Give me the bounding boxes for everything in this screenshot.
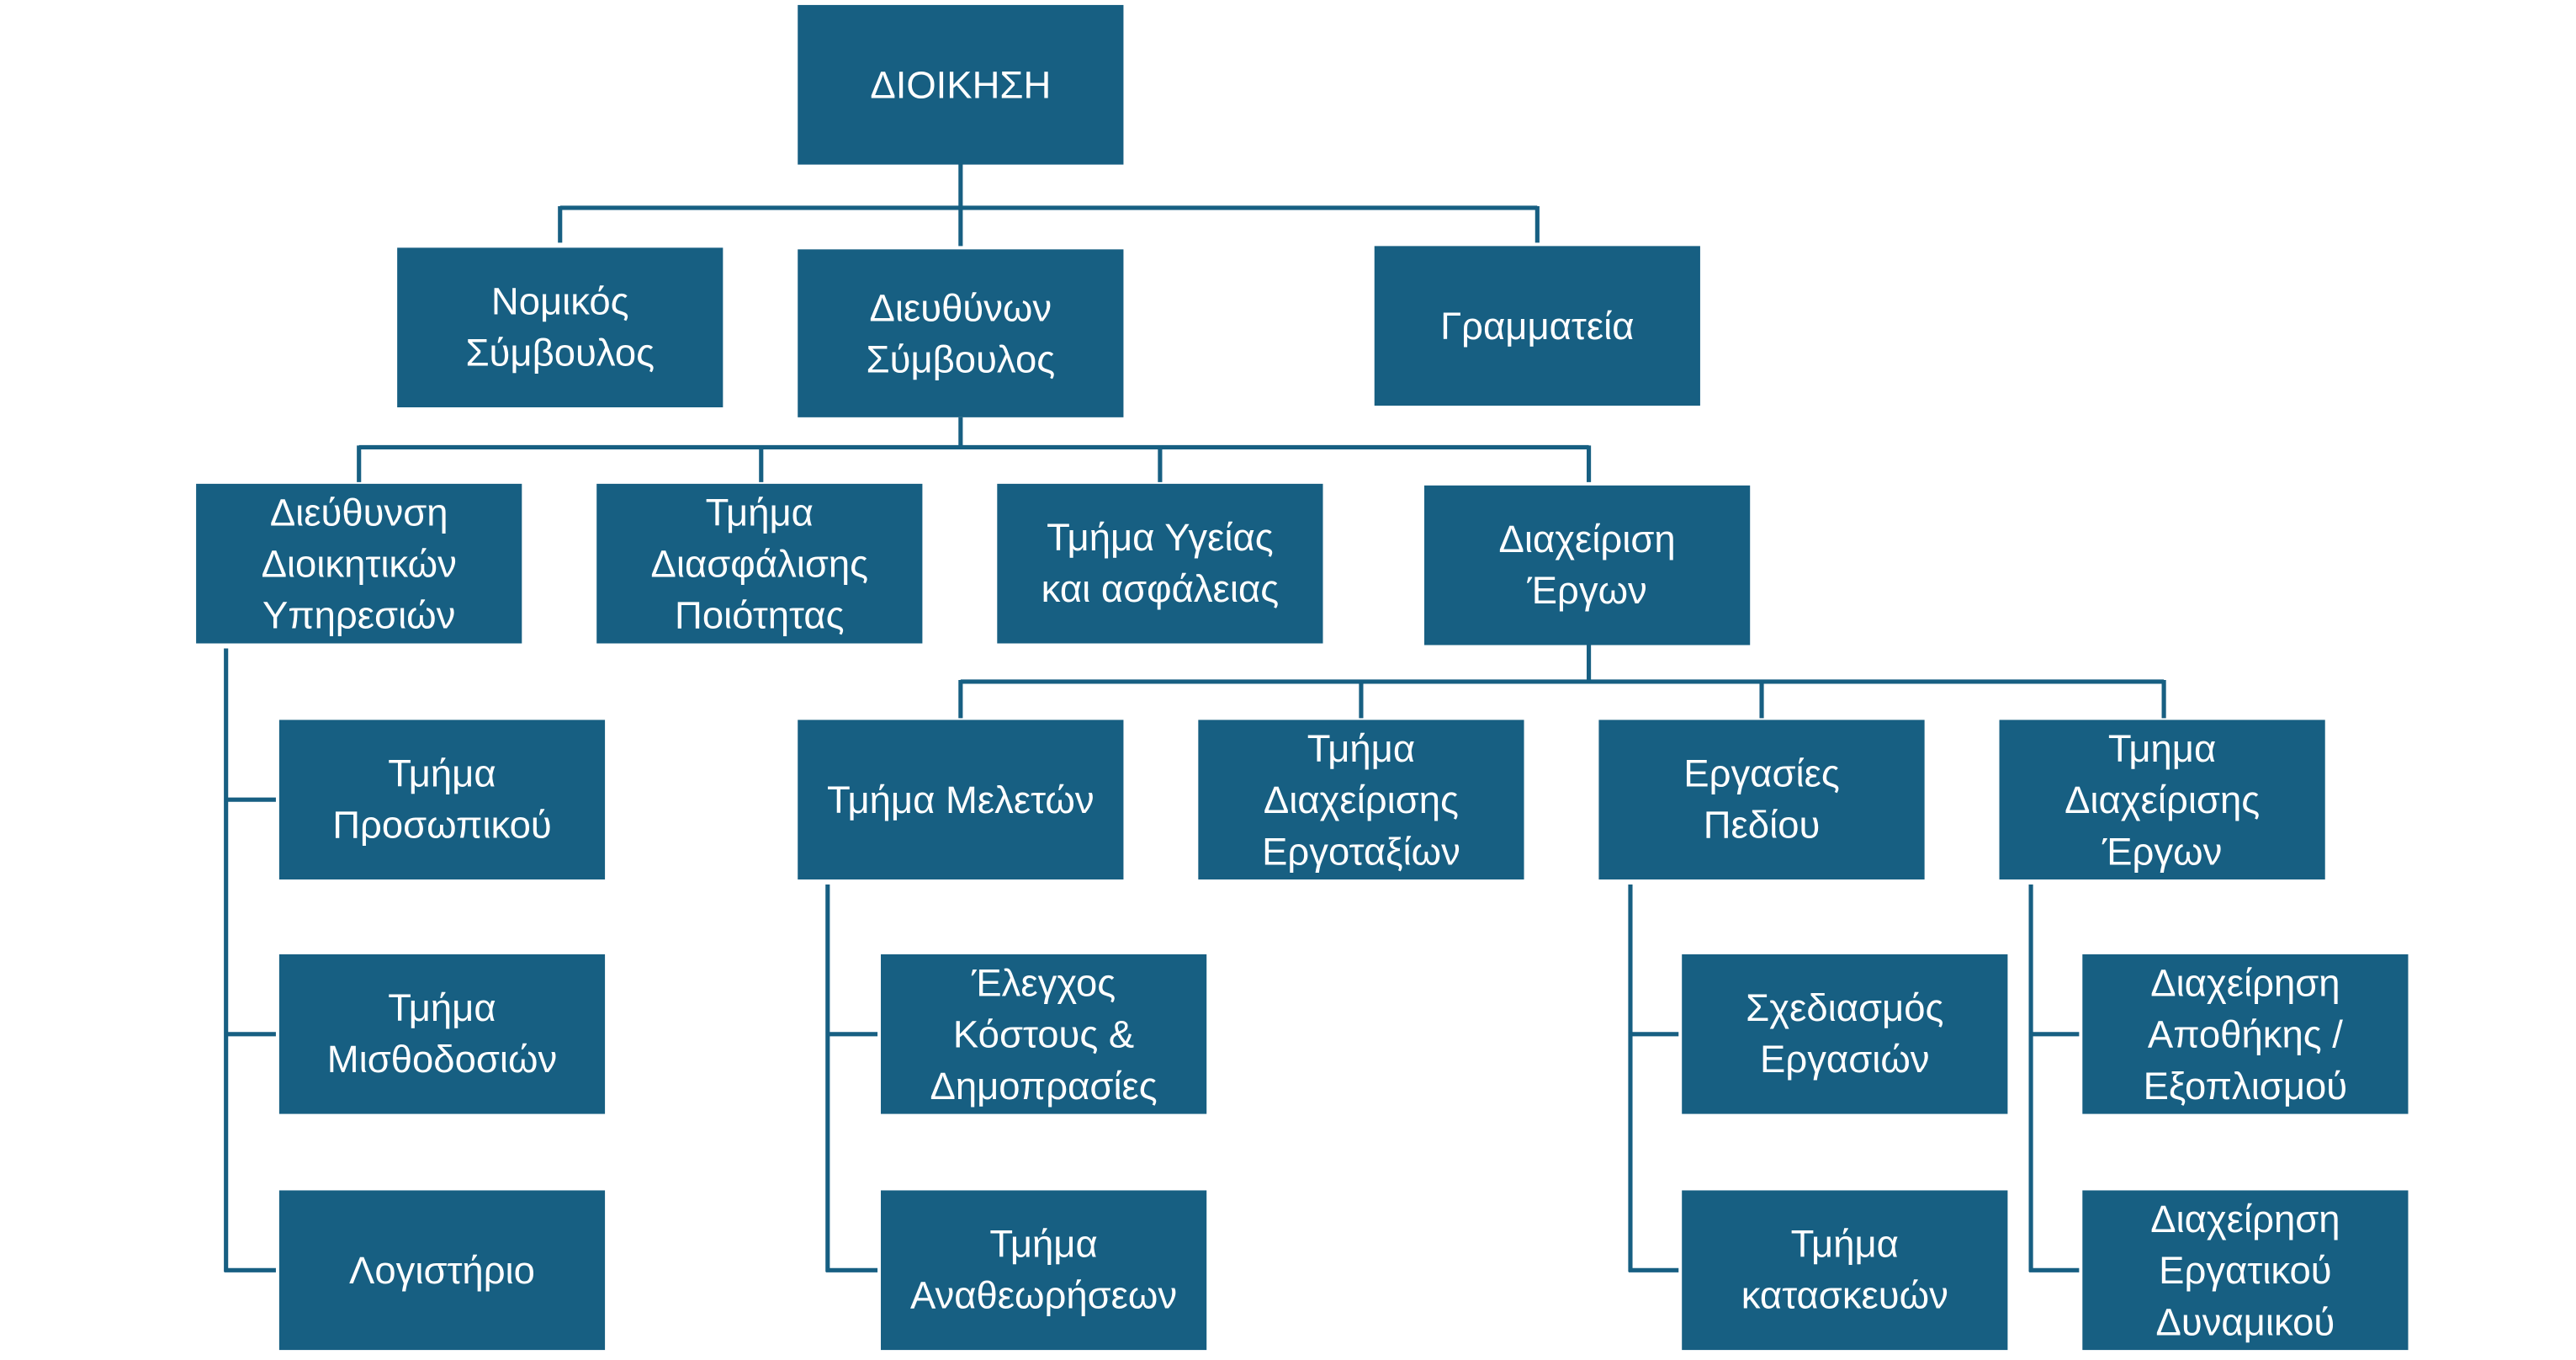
node-label: Έργων xyxy=(1527,568,1647,612)
node-label: Τμήμα xyxy=(388,985,496,1029)
node-accounting: Λογιστήριο xyxy=(278,1190,606,1351)
node-label: Διαχείριση xyxy=(1498,517,1676,560)
node-label: Μισθοδοσιών xyxy=(326,1037,558,1081)
node-label: Δημοπρασίες xyxy=(930,1063,1158,1107)
node-label: Διαχείρισης xyxy=(2065,777,2261,821)
node-label: Τμήμα xyxy=(989,1221,1098,1266)
node-label: Εργασιών xyxy=(1760,1037,1930,1081)
node-label: Δυναμικού xyxy=(2155,1299,2335,1343)
node-label: Υπηρεσιών xyxy=(262,592,456,636)
node-label: Εργασίες xyxy=(1683,751,1840,795)
node-label: Εργατικού xyxy=(2159,1247,2332,1291)
node-label: Σχεδιασμός xyxy=(1746,985,1944,1029)
node-label: Σύμβουλος xyxy=(866,337,1056,380)
node-label: Τμήμα Μελετών xyxy=(827,777,1095,821)
node-label: Διοικητικών xyxy=(261,541,457,585)
node-label: Σύμβουλος xyxy=(465,331,655,375)
node-label: Τμήμα xyxy=(1790,1221,1899,1266)
node-label: Εξοπλισμού xyxy=(2143,1063,2348,1107)
node-label: ΔΙΟΙΚΗΣΗ xyxy=(870,62,1052,106)
node-label: Εργοταξίων xyxy=(1262,828,1460,873)
node-label: Έργων xyxy=(2102,828,2223,873)
node-label: Γραμματεία xyxy=(1440,303,1635,347)
node-label: Τμημα xyxy=(2107,725,2217,769)
node-label: Έλεγχος xyxy=(972,959,1116,1004)
node-label: Διαχείρηση xyxy=(2150,959,2340,1004)
node-label: Ποιότητας xyxy=(675,592,845,636)
node-label: κατασκευών xyxy=(1741,1273,1948,1317)
node-label: Πεδίου xyxy=(1703,803,1821,847)
node-studies: Τμήμα Μελετών xyxy=(798,720,1124,880)
node-label: Τμήμα xyxy=(388,751,496,795)
node-label: Τμήμα xyxy=(1307,725,1416,769)
node-label: Διευθύνων xyxy=(869,284,1052,329)
node-label: Τμήμα xyxy=(705,489,814,534)
node-label: Διαχείρηση xyxy=(2150,1196,2340,1240)
node-construction: Τμήμα κατασκευών xyxy=(1682,1190,2008,1351)
node-label: Τμήμα Υγείας xyxy=(1047,515,1274,559)
node-label: και ασφάλειας xyxy=(1041,566,1280,611)
node-health-safety: Τμήμα Υγείας και ασφάλειας xyxy=(997,483,1323,644)
node-label: Διασφάλισης xyxy=(650,541,869,585)
node-label: Διεύθυνση xyxy=(269,489,448,534)
node-label: Αναθεωρήσεων xyxy=(910,1273,1178,1317)
node-label: Αποθήκης / xyxy=(2147,1012,2343,1055)
node-label: Νομικός xyxy=(490,279,629,323)
node-label: Κόστους & xyxy=(952,1012,1135,1055)
node-root: ΔΙΟΙΚΗΣΗ xyxy=(798,4,1124,165)
node-label: Λογιστήριο xyxy=(349,1247,535,1291)
node-label: Προσωπικού xyxy=(332,803,552,847)
node-label: Διαχείρισης xyxy=(1263,777,1459,821)
node-secretariat: Γραμματεία xyxy=(1374,246,1700,406)
